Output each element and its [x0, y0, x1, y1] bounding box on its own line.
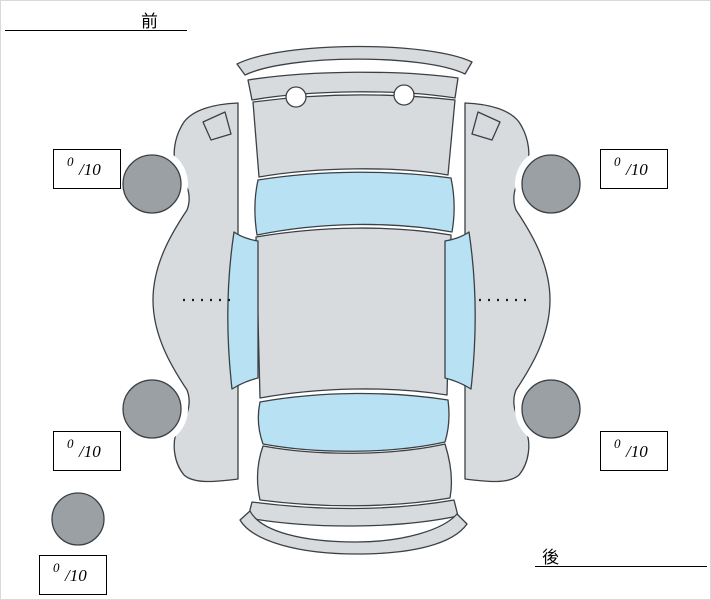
tread-score-rear-right: 0 /10 — [600, 431, 668, 471]
rear-skirt-strip — [239, 510, 468, 555]
rear-label: 後 — [542, 548, 560, 567]
score-denominator: /10 — [626, 442, 648, 461]
front-underline — [5, 30, 187, 31]
rear-windshield — [257, 392, 450, 452]
tread-score-front-right: 0 /10 — [600, 149, 668, 189]
score-numerator: 0 — [67, 154, 74, 169]
tread-score-front-left: 0 /10 — [53, 149, 121, 189]
score-numerator: 0 — [67, 436, 74, 451]
spare-tire — [51, 492, 105, 546]
hood — [252, 94, 456, 178]
rear-left-tire — [122, 379, 182, 439]
right-side-window — [444, 231, 476, 390]
left-side-window — [227, 231, 259, 390]
rear-underline — [535, 566, 707, 567]
left-side-mirror — [202, 111, 232, 141]
left-headlamp-circle — [285, 86, 307, 108]
score-denominator: /10 — [79, 160, 101, 179]
front-right-tire — [521, 154, 581, 214]
front-left-tire — [122, 154, 182, 214]
front-spoiler-strip — [236, 45, 473, 76]
roof — [255, 227, 452, 399]
right-headlamp-circle — [393, 84, 415, 106]
tread-score-spare: 0 /10 — [39, 555, 107, 595]
front-label: 前 — [141, 12, 159, 31]
tread-score-rear-left: 0 /10 — [53, 431, 121, 471]
score-denominator: /10 — [626, 160, 648, 179]
score-numerator: 0 — [53, 560, 60, 575]
score-denominator: /10 — [79, 442, 101, 461]
left-body-panel — [152, 102, 239, 483]
rear-right-tire — [521, 379, 581, 439]
score-numerator: 0 — [614, 436, 621, 451]
trunk — [256, 443, 452, 507]
score-numerator: 0 — [614, 154, 621, 169]
score-denominator: /10 — [65, 566, 87, 585]
front-windshield — [254, 171, 455, 236]
